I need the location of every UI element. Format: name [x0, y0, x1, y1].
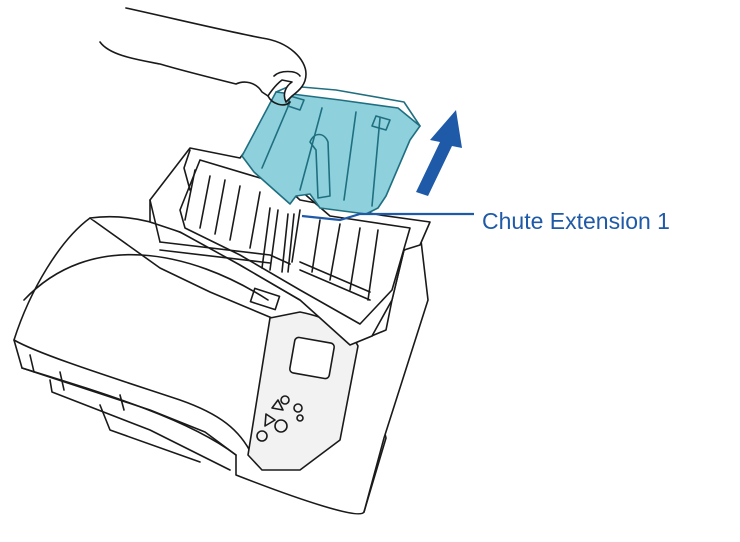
- paper-guide-right: [281, 213, 295, 273]
- chute-extension-top: [275, 85, 421, 127]
- play-button-icon: [264, 413, 276, 427]
- callout-label-chute-extension-1: Chute Extension 1: [482, 208, 670, 234]
- front-seam: [21, 367, 237, 456]
- front-cover-curve: [23, 253, 269, 301]
- paper-guide-left: [261, 207, 279, 271]
- lcd-screen: [289, 336, 335, 380]
- front-cover-edge: [13, 339, 253, 456]
- chute-extension-tab-right: [371, 115, 391, 131]
- hand-icon: [99, 7, 307, 103]
- chute-extension: [241, 91, 421, 215]
- function-button: [293, 403, 303, 413]
- menu-button: [280, 395, 290, 405]
- chute-left-wall: [149, 149, 191, 243]
- callout-line: [301, 212, 474, 222]
- chute-extension-ribs: [261, 101, 381, 207]
- up-arrow-icon: [416, 110, 462, 196]
- bottom-edge: [49, 379, 231, 471]
- hand-fingers: [267, 70, 301, 106]
- up-button-icon: [271, 399, 284, 411]
- stacker-edge: [99, 404, 201, 463]
- scan-button: [274, 419, 288, 433]
- pick-roller: [249, 287, 281, 311]
- chute-guides: [184, 169, 379, 301]
- chute-rail-right: [299, 261, 371, 301]
- stop-button: [296, 414, 304, 422]
- power-button: [256, 430, 268, 442]
- chute-extension-handle: [309, 133, 331, 199]
